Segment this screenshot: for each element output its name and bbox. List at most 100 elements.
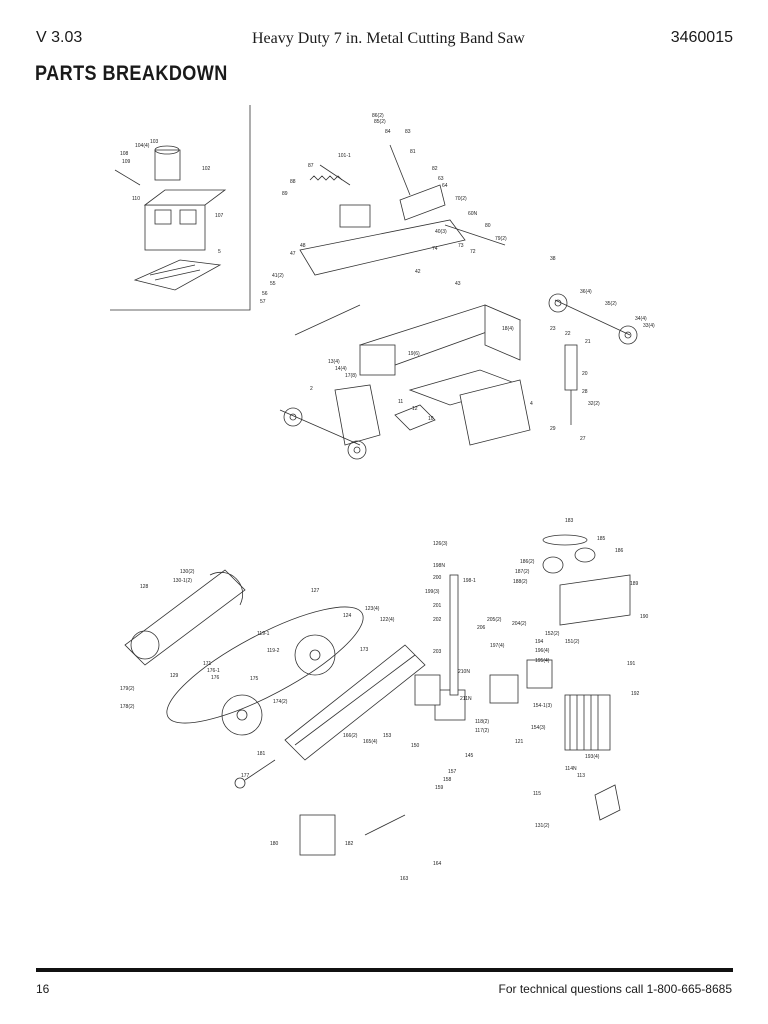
callout-197: 197(4) xyxy=(490,643,505,649)
callout-164-1: 164 xyxy=(433,861,442,867)
callout-154: 154(3) xyxy=(531,725,546,731)
callout-198N: 198N xyxy=(433,563,445,569)
callout-60N: 60N xyxy=(468,211,478,217)
callout-17: 17(8) xyxy=(345,373,357,379)
callout-178: 178(2) xyxy=(120,704,135,710)
callout-115: 113 xyxy=(577,773,585,779)
version-label: V 3.03 xyxy=(36,29,83,46)
footer-divider xyxy=(36,968,733,972)
callout-29: 29 xyxy=(550,426,556,432)
callout-79: 79(2) xyxy=(495,236,507,242)
callout-27: 27 xyxy=(580,436,586,442)
callout-10: 10 xyxy=(428,416,434,422)
callout-56: 56 xyxy=(262,291,268,297)
callout-182: 180 xyxy=(270,841,279,847)
callout-40: 40(3) xyxy=(435,229,447,235)
callout-205: 205(2) xyxy=(487,617,502,623)
callout-175: 175 xyxy=(250,676,259,682)
callout-104: 104(4) xyxy=(135,143,150,149)
callout-186: 186 xyxy=(615,548,624,554)
callout-119-2: 119-2 xyxy=(267,648,280,654)
callout-22: 22 xyxy=(565,331,571,337)
callout-21: 21 xyxy=(585,339,591,345)
callout-194: 194 xyxy=(535,639,544,645)
callout-166: 166(2) xyxy=(343,733,358,739)
callout-186-2: 186(2) xyxy=(520,559,535,565)
callout-14: 14(4) xyxy=(335,366,347,372)
page-title: PARTS BREAKDOWN xyxy=(35,62,228,85)
callout-85: 85(2) xyxy=(374,119,386,125)
callout-38: 38 xyxy=(550,256,556,262)
callout-152: 152(2) xyxy=(545,631,560,637)
callout-11: 11 xyxy=(398,399,403,405)
callout-127: 127 xyxy=(311,588,320,594)
callout-74: 74 xyxy=(432,246,438,252)
callout-179: 179(2) xyxy=(120,686,135,692)
callout-101-1: 101-1 xyxy=(338,153,351,159)
callout-192: 192 xyxy=(631,691,640,697)
callout-121: 121 xyxy=(515,739,524,745)
callout-158: 158 xyxy=(443,777,452,783)
parts-diagram-head: 183 126(3) 185 186 186(2) 187(2) 188(2) … xyxy=(120,518,649,882)
callout-171: 171 xyxy=(203,661,212,667)
callout-41: 41(2) xyxy=(272,273,284,279)
callout-206: 206 xyxy=(477,625,486,631)
callout-108: 108 xyxy=(120,151,129,157)
callout-164: 163 xyxy=(400,876,409,882)
callout-12: 12 xyxy=(412,406,418,412)
callout-107: 107 xyxy=(215,213,224,219)
callout-180: 181 xyxy=(257,751,266,757)
product-title: Heavy Duty 7 in. Metal Cutting Band Saw xyxy=(252,30,525,47)
callout-129: 129 xyxy=(170,673,179,679)
callout-151: 151(2) xyxy=(565,639,580,645)
callout-200: 200 xyxy=(433,575,442,581)
callout-83: 83 xyxy=(405,129,411,135)
callout-190: 190 xyxy=(640,614,649,620)
callout-201: 201 xyxy=(433,603,442,609)
callout-34: 34(4) xyxy=(635,316,647,322)
callout-117: 117(2) xyxy=(475,728,489,734)
callout-19: 19(6) xyxy=(408,351,420,357)
callout-187: 187(2) xyxy=(515,569,530,575)
callout-116: 114N xyxy=(565,766,577,772)
callout-203: 203 xyxy=(433,649,442,655)
callout-124: 124 xyxy=(343,613,352,619)
callout-154-1: 154-1(3) xyxy=(533,703,552,709)
callout-64: 64 xyxy=(442,183,448,189)
callout-202: 202 xyxy=(433,617,442,623)
callout-193: 193(4) xyxy=(585,754,600,760)
callout-211N: 211N xyxy=(460,696,472,702)
callout-118: 118(2) xyxy=(475,719,489,725)
callout-88: 88 xyxy=(290,179,296,185)
callout-176: 176 xyxy=(211,675,220,681)
callout-188: 188(2) xyxy=(513,579,528,585)
callout-196: 196(4) xyxy=(535,648,550,654)
callout-20: 20 xyxy=(582,371,588,377)
callout-199: 199(3) xyxy=(425,589,440,595)
callout-43: 42 xyxy=(415,269,421,275)
support-phone: For technical questions call 1-800-665-8… xyxy=(498,982,732,996)
callout-165: 165(4) xyxy=(363,739,378,745)
callout-176-1: 176-1 xyxy=(207,668,220,674)
callout-191: 191 xyxy=(627,661,636,667)
callout-47: 47 xyxy=(290,251,296,257)
callout-18: 18(4) xyxy=(502,326,514,332)
callout-13: 13(4) xyxy=(328,359,340,365)
model-number: 3460015 xyxy=(670,29,733,46)
callout-183: 183 xyxy=(565,518,574,524)
callout-55: 55 xyxy=(270,281,276,287)
callout-204: 204(2) xyxy=(512,621,527,627)
callout-134: 131(2) xyxy=(535,823,550,829)
callout-44: 43 xyxy=(455,281,461,287)
callout-189: 189 xyxy=(630,581,639,587)
callout-110: 110 xyxy=(132,196,140,202)
callout-80: 80 xyxy=(485,223,491,229)
callout-48: 48 xyxy=(300,243,306,249)
callout-32: 32(2) xyxy=(588,401,600,407)
callout-labels-bottom: 183 126(3) 185 186 186(2) 187(2) 188(2) … xyxy=(120,518,649,882)
callout-73: 73 xyxy=(458,243,464,249)
callout-210N: 210N xyxy=(458,669,470,675)
callout-145: 145 xyxy=(465,753,474,759)
callout-89: 89 xyxy=(282,191,288,197)
callout-84: 84 xyxy=(385,129,391,135)
